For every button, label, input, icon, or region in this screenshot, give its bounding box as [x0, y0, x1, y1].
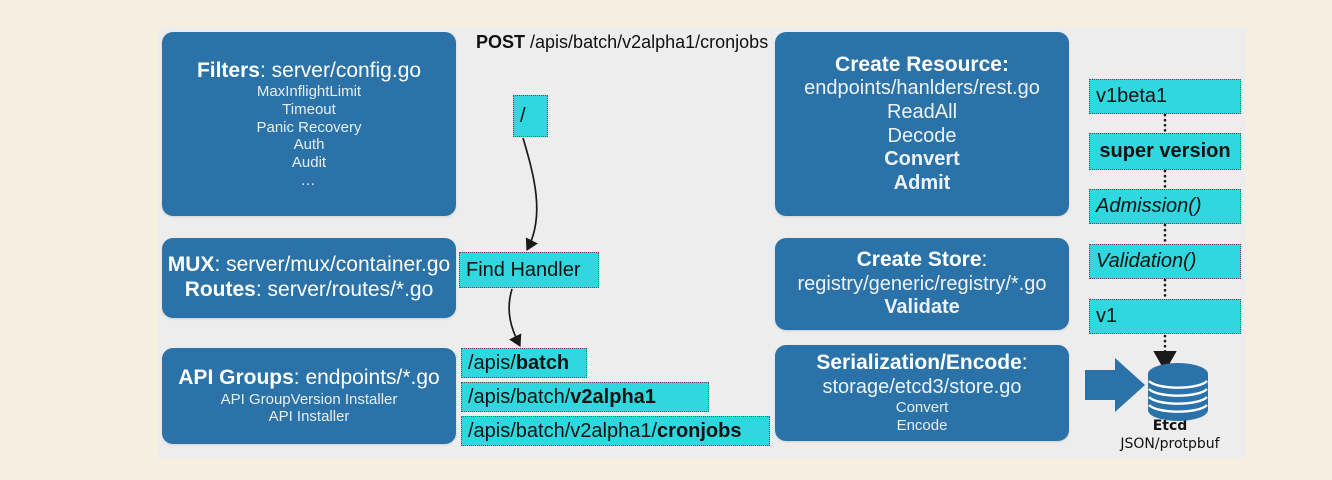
box-mux-routes: Routes: server/routes/*.go [184, 278, 434, 301]
box-api-groups-line-2: API Installer [268, 408, 350, 426]
box-serialization-encode[interactable]: Serialization/Encode: storage/etcd3/stor… [775, 345, 1069, 441]
request-method: POST [476, 32, 526, 52]
box-filters[interactable]: Filters: server/config.go MaxInflightLim… [162, 32, 456, 216]
box-api-groups-title: API Groups: endpoints/*.go [178, 365, 440, 389]
chip-version-validation[interactable]: Validation() [1089, 244, 1241, 279]
etcd-formats: JSON/protpbuf [1120, 435, 1220, 452]
chip-root-path[interactable]: / [513, 95, 548, 137]
etcd-name: Etcd [1152, 418, 1188, 434]
box-serialization-line-2: Convert [895, 399, 949, 417]
box-create-store-title: Create Store: [856, 248, 988, 272]
box-mux-title: MUX: server/mux/container.go [167, 253, 451, 277]
box-filters-line-5: Audit [291, 154, 327, 172]
box-serialization-title: Serialization/Encode: [816, 351, 1028, 375]
request-path: /apis/batch/v2alpha1/cronjobs [530, 32, 769, 52]
box-create-resource[interactable]: Create Resource: endpoints/hanlders/rest… [775, 32, 1069, 216]
box-create-resource-line-1: endpoints/hanlders/rest.go [804, 77, 1040, 100]
chip-path-batch[interactable]: /apis/batch [461, 348, 587, 378]
request-header: POST /apis/batch/v2alpha1/cronjobs [476, 32, 768, 53]
box-create-resource-line-4: Convert [884, 148, 960, 171]
box-create-resource-line-5: Admit [893, 171, 951, 194]
box-api-groups[interactable]: API Groups: endpoints/*.go API GroupVers… [162, 348, 456, 444]
box-filters-title: Filters: server/config.go [196, 58, 422, 82]
chip-version-super-version[interactable]: super version [1089, 133, 1241, 170]
box-create-resource-line-3: Decode [887, 124, 957, 147]
chip-version-admission[interactable]: Admission() [1089, 189, 1241, 224]
box-create-store-line-1: registry/generic/registry/*.go [797, 272, 1047, 295]
chip-find-handler[interactable]: Find Handler [459, 252, 599, 288]
chip-path-v2alpha1[interactable]: /apis/batch/v2alpha1 [461, 382, 709, 412]
box-filters-line-1: MaxInflightLimit [256, 83, 362, 101]
box-serialization-line-3: Encode [896, 417, 948, 435]
box-filters-line-2: Timeout [282, 101, 336, 118]
chip-path-cronjobs[interactable]: /apis/batch/v2alpha1/cronjobs [461, 416, 770, 446]
etcd-label: Etcd JSON/protpbuf [1100, 418, 1240, 453]
box-create-store[interactable]: Create Store: registry/generic/registry/… [775, 238, 1069, 330]
box-filters-line-6: … [300, 171, 318, 189]
box-api-groups-line-1: API GroupVersion Installer [220, 390, 398, 408]
box-create-resource-title: Create Resource: [835, 52, 1009, 76]
chip-version-v1[interactable]: v1 [1089, 299, 1241, 334]
box-create-resource-line-2: ReadAll [886, 100, 958, 123]
box-filters-line-4: Auth [293, 136, 325, 154]
box-mux[interactable]: MUX: server/mux/container.go Routes: ser… [162, 238, 456, 318]
chip-version-v1beta1[interactable]: v1beta1 [1089, 79, 1241, 114]
box-serialization-line-1: storage/etcd3/store.go [822, 375, 1022, 398]
box-create-store-line-2: Validate [884, 296, 960, 319]
box-filters-line-3: Panic Recovery [256, 118, 362, 136]
